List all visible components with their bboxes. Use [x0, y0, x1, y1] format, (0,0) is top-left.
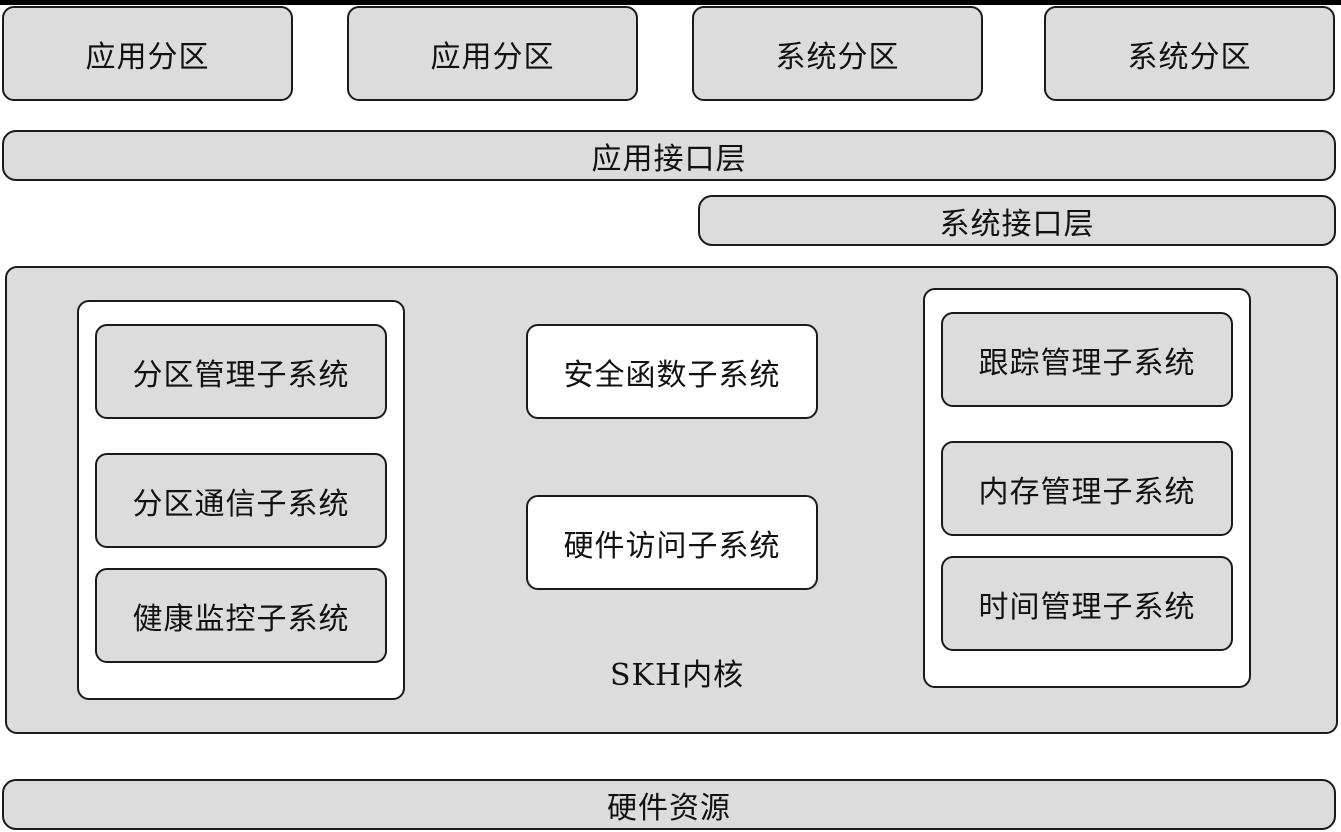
partition-app-1: 应用分区: [2, 6, 293, 101]
kernel-label: SKH内核: [610, 658, 745, 693]
hardware-access-subsystem: 硬件访问子系统: [526, 495, 818, 590]
system-interface-layer: 系统接口层: [698, 195, 1336, 246]
app-interface-layer: 应用接口层: [2, 130, 1336, 181]
health-monitoring-subsystem: 健康监控子系统: [95, 568, 387, 663]
hardware-resources-layer: 硬件资源: [2, 779, 1336, 830]
trace-management-subsystem: 跟踪管理子系统: [941, 312, 1233, 407]
security-function-subsystem: 安全函数子系统: [526, 324, 818, 419]
partition-app-2: 应用分区: [347, 6, 638, 101]
time-management-subsystem: 时间管理子系统: [941, 556, 1233, 651]
partition-communication-subsystem: 分区通信子系统: [95, 453, 387, 548]
partition-management-subsystem: 分区管理子系统: [95, 324, 387, 419]
memory-management-subsystem: 内存管理子系统: [941, 441, 1233, 536]
partition-system-2: 系统分区: [1044, 6, 1335, 101]
partition-system-1: 系统分区: [692, 6, 983, 101]
top-edge-bar: [0, 0, 1341, 5]
